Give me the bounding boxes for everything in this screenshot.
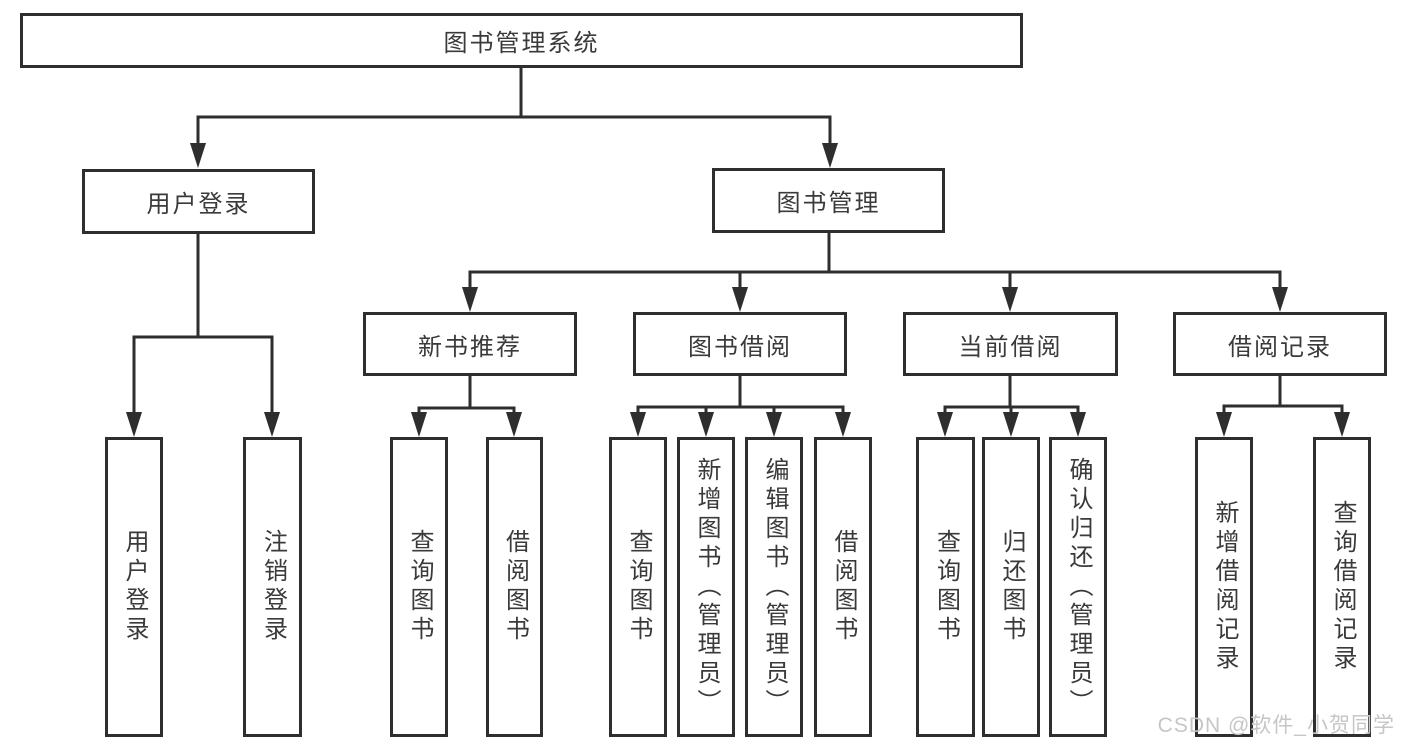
- leaf-records-add-record: 新增借阅记录: [1195, 437, 1253, 737]
- leaf-borrow-borrow-books-label: 借阅图书: [830, 529, 857, 645]
- leaf-recommend-query-books-label: 查询图书: [406, 529, 433, 645]
- leaf-borrow-edit-books-admin-label: 编辑图书（管理员）: [761, 456, 788, 718]
- leaf-current-query-books-label: 查询图书: [932, 529, 960, 645]
- node-book-management: 图书管理: [712, 168, 945, 233]
- leaf-user-login: 用户登录: [105, 437, 163, 737]
- leaf-current-confirm-return-admin-label: 确认归还（管理员）: [1065, 456, 1092, 718]
- node-new-book-recommend-label: 新书推荐: [418, 333, 522, 361]
- leaf-user-login-label: 用户登录: [121, 529, 148, 645]
- node-new-book-recommend: 新书推荐: [363, 312, 577, 376]
- node-book-management-label: 图书管理: [776, 190, 881, 217]
- connector-login-to-leaves: [132, 232, 274, 416]
- leaf-logout-label: 注销登录: [259, 529, 287, 645]
- leaf-recommend-borrow-books: 借阅图书: [486, 437, 543, 737]
- leaf-current-return-books: 归还图书: [982, 437, 1040, 737]
- connector-current-to-leaves: [943, 374, 1080, 416]
- connector-recommend-to-leaves: [417, 374, 516, 416]
- leaf-borrow-borrow-books: 借阅图书: [814, 437, 872, 737]
- leaf-borrow-edit-books-admin: 编辑图书（管理员）: [745, 437, 803, 737]
- node-root-label: 图书管理系统: [443, 30, 600, 57]
- node-book-borrow: 图书借阅: [633, 312, 847, 376]
- node-book-borrow-label: 图书借阅: [688, 333, 792, 361]
- node-user-login-label: 用户登录: [146, 191, 251, 218]
- node-borrow-records: 借阅记录: [1173, 312, 1387, 376]
- leaf-recommend-query-books: 查询图书: [390, 437, 448, 737]
- connector-records-to-leaves: [1222, 374, 1344, 416]
- connector-mgmt-to-level3: [468, 231, 1282, 291]
- node-borrow-records-label: 借阅记录: [1228, 333, 1332, 361]
- leaf-records-query-record: 查询借阅记录: [1313, 437, 1371, 737]
- leaf-borrow-query-books: 查询图书: [609, 437, 667, 737]
- leaf-current-return-books-label: 归还图书: [998, 529, 1025, 645]
- leaf-records-query-record-label: 查询借阅记录: [1329, 500, 1356, 674]
- node-root-system: 图书管理系统: [20, 13, 1023, 68]
- node-current-borrow: 当前借阅: [903, 312, 1118, 376]
- leaf-borrow-query-books-label: 查询图书: [625, 529, 652, 645]
- leaf-recommend-borrow-books-label: 借阅图书: [501, 529, 529, 645]
- leaf-current-confirm-return-admin: 确认归还（管理员）: [1049, 437, 1107, 737]
- connector-root-to-level2: [196, 66, 832, 147]
- node-user-login: 用户登录: [82, 169, 315, 234]
- csdn-watermark: CSDN @软件_小贺同学: [1157, 714, 1395, 737]
- leaf-current-query-books: 查询图书: [916, 437, 975, 737]
- leaf-borrow-add-books-admin: 新增图书（管理员）: [677, 437, 735, 737]
- leaf-records-add-record-label: 新增借阅记录: [1211, 500, 1238, 674]
- node-current-borrow-label: 当前借阅: [958, 333, 1063, 361]
- connector-borrow-to-leaves: [636, 374, 845, 416]
- leaf-logout: 注销登录: [243, 437, 302, 737]
- leaf-borrow-add-books-admin-label: 新增图书（管理员）: [693, 456, 720, 718]
